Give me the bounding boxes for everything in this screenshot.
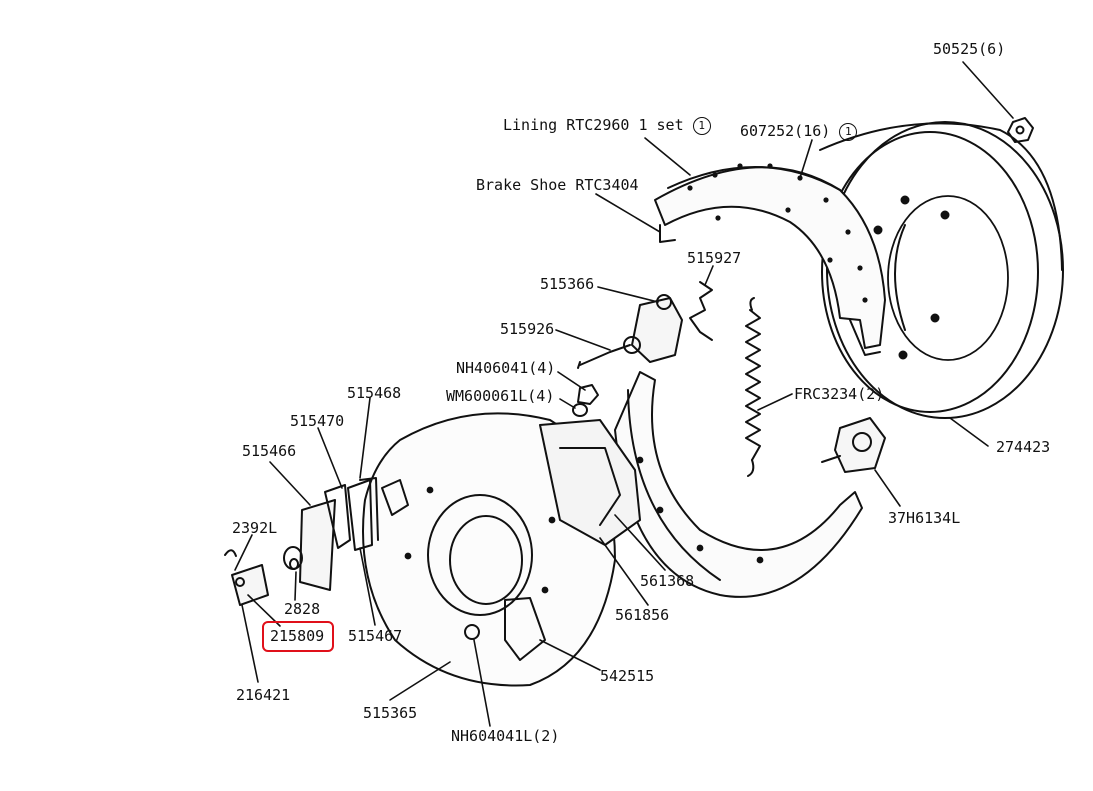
part-label-274423: 274423 [996, 438, 1051, 456]
part-label-wm600061: WM600061L(4) [446, 387, 555, 405]
part-label-515467: 515467 [348, 627, 403, 645]
upper-brake-shoe-part [654, 166, 886, 356]
part-label-lining: Lining RTC2960 1 set 1 [503, 116, 711, 135]
part-label-216421: 216421 [236, 686, 291, 704]
lining-note-circle: 1 [692, 116, 711, 135]
leader-lines [234, 61, 1014, 727]
highlight-box-215809 [262, 621, 334, 652]
part-label-515466: 515466 [242, 442, 297, 460]
lining-rivets [687, 163, 868, 303]
wheel-nut-50525 [1007, 117, 1034, 143]
part-label-607252: 607252(16) 1 [740, 122, 858, 141]
part-label-nh406041: NH406041(4) [456, 359, 556, 377]
part-label-515926: 515926 [500, 320, 555, 338]
lining-text: Lining RTC2960 1 set [503, 116, 684, 134]
part-label-515366: 515366 [540, 275, 595, 293]
clevis-215809-part [224, 546, 303, 606]
lower-brake-shoe-part [614, 371, 863, 598]
part-label-brake-shoe: Brake Shoe RTC3404 [476, 176, 639, 194]
wheel-cylinder-part [577, 294, 683, 369]
part-label-frc3234: FRC3234(2) [794, 385, 885, 403]
clip-515927 [689, 281, 713, 341]
part-label-2392l: 2392L [232, 519, 278, 537]
part-label-nh604041: NH604041L(2) [451, 727, 560, 745]
part-label-515470: 515470 [290, 412, 345, 430]
adjuster-37h6134l-part [821, 417, 886, 473]
part-label-561856: 561856 [615, 606, 670, 624]
part-label-515468: 515468 [347, 384, 402, 402]
part-label-37h6134l: 37H6134L [888, 509, 961, 527]
plates-515466-515470-515468 [299, 477, 379, 591]
part-label-215809: 215809 [270, 627, 325, 645]
brake-drum-part [819, 121, 1064, 419]
nuts-nh406041-wm600061 [572, 384, 599, 417]
return-spring-part [745, 297, 761, 477]
pivot-assembly-part [539, 419, 641, 546]
part-label-50525: 50525(6) [933, 40, 1006, 58]
part-label-2828: 2828 [284, 600, 321, 618]
part-label-561368: 561368 [640, 572, 695, 590]
rivet-note-circle: 1 [839, 122, 858, 141]
part-label-542515: 542515 [600, 667, 655, 685]
part-label-515365: 515365 [363, 704, 418, 722]
part-label-515927: 515927 [687, 249, 742, 267]
rivet-text: 607252(16) [740, 122, 831, 140]
